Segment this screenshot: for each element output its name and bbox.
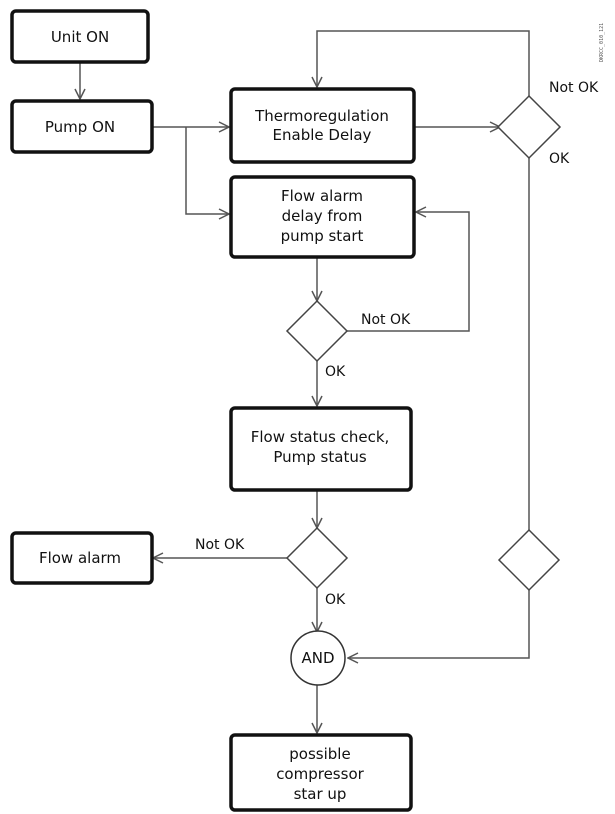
flow-status-check-node: Flow status check, Pump status	[229, 406, 413, 492]
thermo-decision-diamond	[496, 94, 562, 160]
compressor-label-line-3: star up	[294, 785, 347, 803]
compressor-node: possible compressor star up	[229, 733, 413, 812]
thermoregulation-label-line-1: Thermoregulation	[254, 107, 389, 125]
compressor-label-line-2: compressor	[276, 765, 364, 783]
and-gate-label: AND	[301, 649, 334, 667]
edge-pump-to-flow-delay	[185, 127, 229, 214]
pump-on-node: Pump ON	[10, 99, 154, 154]
thermoregulation-node: Thermoregulation Enable Delay	[229, 87, 416, 164]
flow-alarm-delay-node: Flow alarm delay from pump start	[229, 175, 416, 259]
connectors	[80, 30, 530, 733]
flow-alarm-label: Flow alarm	[39, 549, 121, 567]
and-gate: AND	[290, 630, 346, 686]
status-not-ok-label: Not OK	[195, 537, 245, 553]
compressor-label-line-1: possible	[289, 745, 350, 763]
unit-on-label: Unit ON	[51, 28, 109, 46]
edge-thermo-not-ok-loop	[317, 30, 530, 96]
document-code: DKRCC_010_121	[599, 23, 605, 62]
delay-ok-label: OK	[325, 364, 346, 380]
edge-delay-not-ok-loop	[347, 212, 470, 332]
status-ok-label: OK	[325, 592, 346, 608]
flow-alarm-delay-label-line-1: Flow alarm	[281, 187, 363, 205]
flow-alarm-delay-label-line-2: delay from	[282, 207, 363, 225]
flow-alarm-delay-label-line-3: pump start	[281, 227, 364, 245]
right-decision-diamond	[497, 528, 561, 592]
flow-alarm-node: Flow alarm	[10, 531, 154, 585]
edge-right-diamond-to-and	[348, 590, 530, 658]
status-decision-diamond	[285, 526, 349, 590]
thermoregulation-label-line-2: Enable Delay	[273, 126, 372, 144]
pump-on-label: Pump ON	[45, 118, 115, 136]
delay-decision-diamond	[285, 299, 349, 363]
delay-not-ok-label: Not OK	[361, 312, 411, 328]
thermo-not-ok-label: Not OK	[549, 80, 599, 96]
thermo-ok-label: OK	[549, 151, 570, 167]
unit-on-node: Unit ON	[10, 9, 150, 64]
flow-status-check-label-line-1: Flow status check,	[251, 428, 390, 446]
flow-status-check-label-line-2: Pump status	[273, 448, 366, 466]
